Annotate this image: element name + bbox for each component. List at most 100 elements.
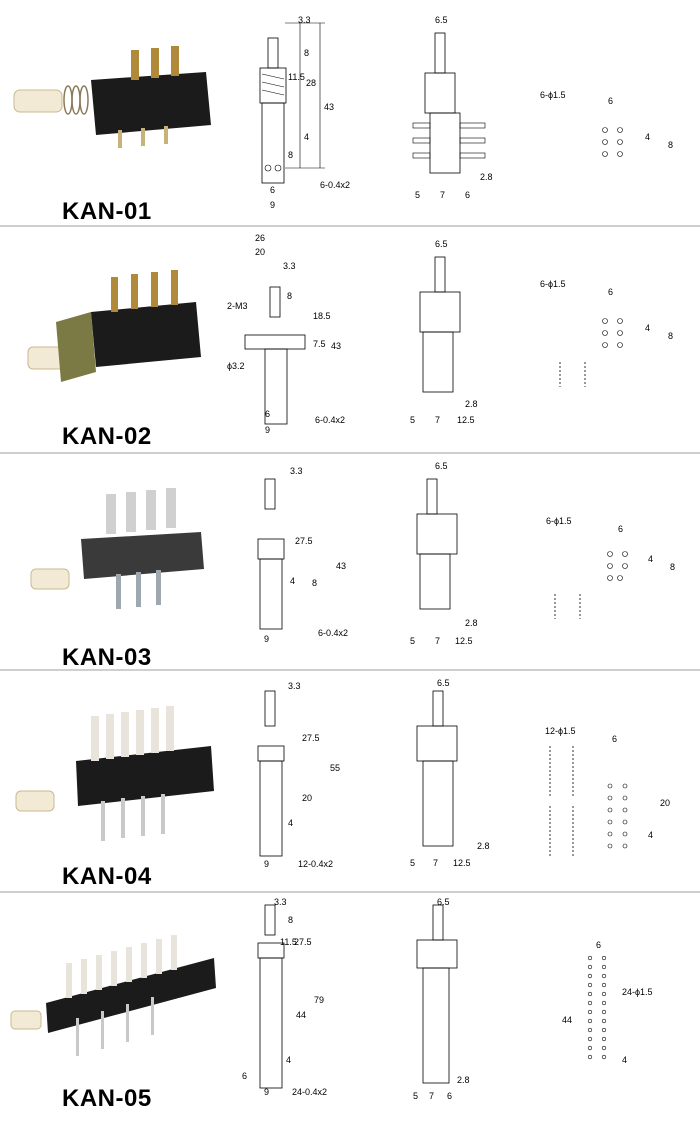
svg-text:27.5: 27.5	[295, 536, 313, 546]
side-view-kan-03: 6.5 5 7 12.5 2.8	[410, 461, 478, 646]
svg-text:6: 6	[596, 940, 601, 950]
svg-text:3.3: 3.3	[290, 466, 303, 476]
model-label: KAN-02	[62, 423, 152, 450]
svg-text:6: 6	[265, 409, 270, 419]
svg-text:9: 9	[264, 859, 269, 869]
svg-text:7: 7	[433, 858, 438, 868]
pcb-layout-kan-02: 6-ϕ1.5 6 4 8	[540, 279, 673, 387]
pcb-layout-kan-05: 6 24-ϕ1.5 44 4	[562, 940, 653, 1065]
pcb-hole	[601, 1027, 607, 1033]
svg-text:12-0.4x2: 12-0.4x2	[298, 859, 333, 869]
svg-text:27.5: 27.5	[294, 937, 312, 947]
svg-text:9: 9	[265, 425, 270, 435]
svg-text:7.5: 7.5	[313, 339, 326, 349]
svg-text:12.5: 12.5	[455, 636, 473, 646]
switch-photo-kan-05	[10, 935, 216, 1056]
pcb-hole	[601, 1054, 607, 1060]
svg-text:28: 28	[306, 78, 316, 88]
front-view-kan-05: 3.3 8 11.5 27.5 44 79 4 6 9 24-0.4x2	[242, 897, 327, 1097]
pcb-hole	[587, 955, 593, 961]
front-view-kan-02: 26 20 3.3 2-M3 8 18.5 43 7.5 ϕ3.2 6 9 6-…	[227, 233, 345, 435]
svg-text:6-0.4x2: 6-0.4x2	[320, 180, 350, 190]
model-label: KAN-05	[62, 1085, 152, 1112]
svg-text:43: 43	[331, 341, 341, 351]
svg-text:8: 8	[312, 578, 317, 588]
pcb-hole	[587, 964, 593, 970]
svg-text:27.5: 27.5	[302, 733, 320, 743]
pcb-hole	[587, 1000, 593, 1006]
pcb-hole	[601, 964, 607, 970]
pcb-hole	[587, 1054, 593, 1060]
pcb-hole	[601, 973, 607, 979]
switch-photo-kan-01	[13, 46, 211, 148]
svg-text:5: 5	[415, 190, 420, 200]
svg-text:6-ϕ1.5: 6-ϕ1.5	[540, 90, 566, 100]
svg-text:79: 79	[314, 995, 324, 1005]
pcb-hole	[587, 1036, 593, 1042]
svg-text:2.8: 2.8	[465, 399, 478, 409]
pcb-hole	[601, 1036, 607, 1042]
svg-text:2-M3: 2-M3	[227, 301, 248, 311]
svg-text:44: 44	[296, 1010, 306, 1020]
svg-text:24-0.4x2: 24-0.4x2	[292, 1087, 327, 1097]
svg-text:6: 6	[270, 185, 275, 195]
svg-text:18.5: 18.5	[313, 311, 331, 321]
svg-text:6: 6	[608, 96, 613, 106]
svg-text:9: 9	[270, 200, 275, 210]
svg-text:8: 8	[670, 562, 675, 572]
svg-text:20: 20	[302, 793, 312, 803]
front-view-kan-04: 3.3 27.5 55 20 4 9 12-0.4x2	[257, 681, 340, 869]
svg-text:2.8: 2.8	[457, 1075, 470, 1085]
svg-text:20: 20	[660, 798, 670, 808]
svg-text:6.5: 6.5	[435, 15, 448, 25]
svg-text:8: 8	[287, 291, 292, 301]
pcb-hole	[587, 991, 593, 997]
pcb-hole	[601, 1009, 607, 1015]
svg-text:6.5: 6.5	[435, 239, 448, 249]
svg-text:7: 7	[440, 190, 445, 200]
svg-text:43: 43	[324, 102, 334, 112]
svg-text:55: 55	[330, 763, 340, 773]
pcb-hole	[601, 1045, 607, 1051]
pcb-hole	[601, 955, 607, 961]
svg-text:4: 4	[645, 323, 650, 333]
divider	[0, 452, 700, 454]
svg-text:6: 6	[612, 734, 617, 744]
svg-text:12.5: 12.5	[457, 415, 475, 425]
svg-text:4: 4	[645, 132, 650, 142]
svg-text:5: 5	[410, 858, 415, 868]
svg-text:2.8: 2.8	[480, 172, 493, 182]
svg-text:6: 6	[465, 190, 470, 200]
svg-text:4: 4	[304, 132, 309, 142]
svg-text:4: 4	[290, 576, 295, 586]
svg-text:3.3: 3.3	[283, 261, 296, 271]
svg-text:5: 5	[410, 636, 415, 646]
pcb-hole	[587, 1045, 593, 1051]
svg-text:6: 6	[608, 287, 613, 297]
svg-text:6.5: 6.5	[435, 461, 448, 471]
svg-text:2.8: 2.8	[465, 618, 478, 628]
model-label: KAN-03	[62, 644, 152, 671]
svg-text:8: 8	[668, 140, 673, 150]
pcb-hole	[601, 1018, 607, 1024]
svg-text:8: 8	[288, 915, 293, 925]
svg-text:9: 9	[264, 1087, 269, 1097]
side-view-kan-02: 6.5 5 7 12.5 2.8	[410, 239, 478, 425]
pcb-hole	[601, 982, 607, 988]
pcb-hole	[587, 1018, 593, 1024]
svg-text:7: 7	[435, 415, 440, 425]
svg-text:7: 7	[435, 636, 440, 646]
front-view-kan-01: 3.3 8 11.5 28 43 4 8 6 9 6-0.4x2	[259, 15, 350, 210]
svg-text:4: 4	[648, 830, 653, 840]
side-view-kan-04: 6.5 5 7 12.5 2.8	[410, 678, 490, 868]
svg-text:8: 8	[668, 331, 673, 341]
svg-text:4: 4	[648, 554, 653, 564]
svg-text:2.8: 2.8	[477, 841, 490, 851]
svg-text:9: 9	[264, 634, 269, 644]
pcb-hole	[587, 1027, 593, 1033]
svg-text:26: 26	[255, 233, 265, 243]
row-kan-03: KAN-03 3.3 27.5 43 8 4 9 6-0.4x2 6.5 5 7…	[0, 454, 700, 671]
svg-text:ϕ3.2: ϕ3.2	[227, 361, 245, 371]
pcb-hole	[587, 982, 593, 988]
pcb-layout-kan-03: 6-ϕ1.5 6 4 8	[546, 516, 675, 619]
